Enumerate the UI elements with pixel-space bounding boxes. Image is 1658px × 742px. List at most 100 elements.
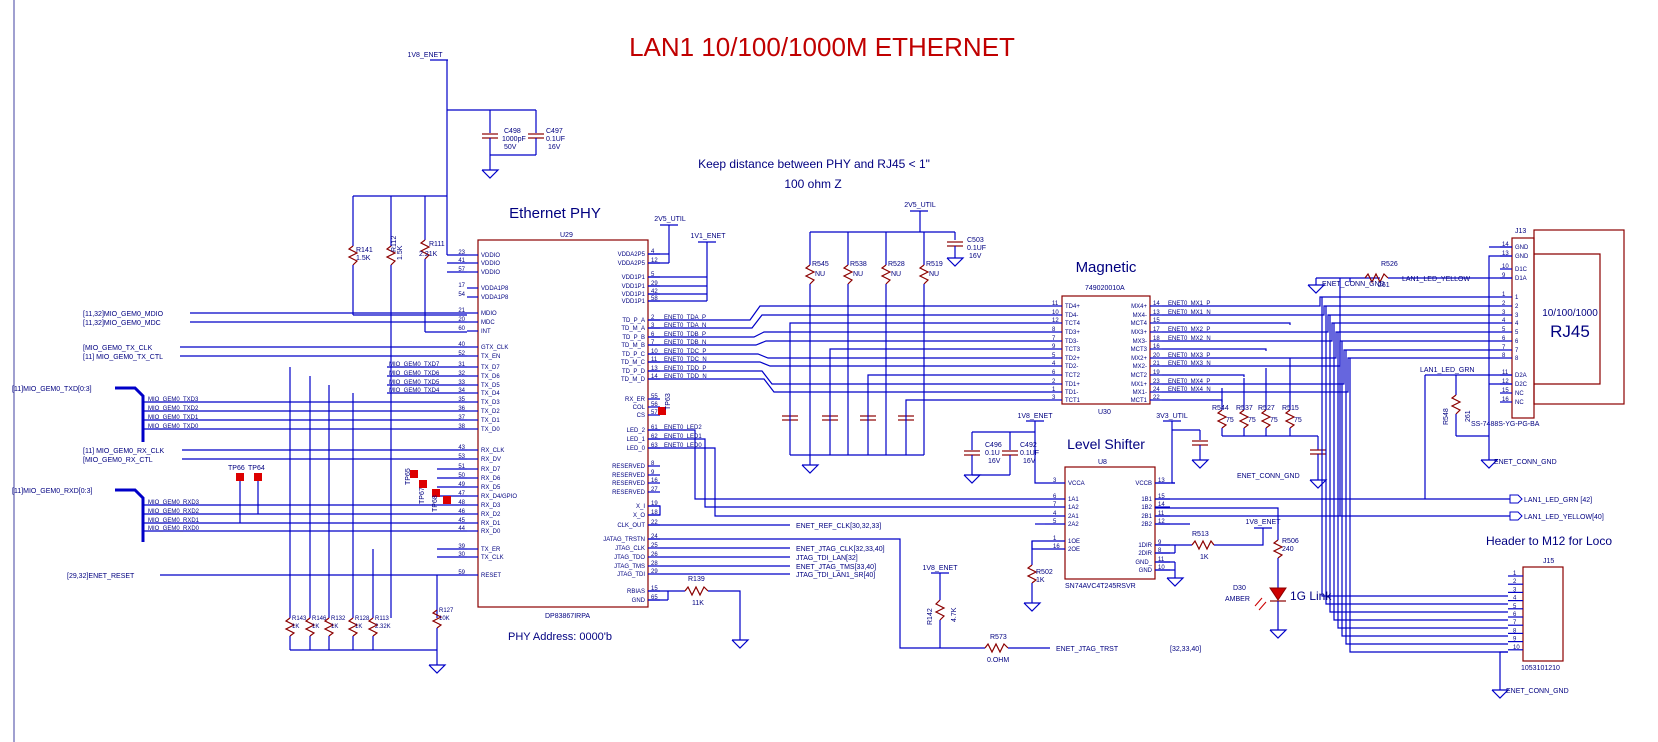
pulldown-ref: R132: [331, 616, 346, 622]
rj45-pin-number: 7: [1502, 345, 1506, 351]
phy-right-pin-number: 29: [651, 569, 658, 575]
shifter-right-number: 12: [1158, 519, 1165, 525]
mag-right-name: MX3+: [1131, 330, 1147, 336]
shifter-right-number: 9: [1158, 540, 1162, 546]
phy-left-pin-number: 30: [458, 552, 465, 558]
td-wire: [648, 331, 1050, 338]
r528-value: NU: [891, 271, 901, 278]
phy-left-pin-name: RX_D6: [481, 476, 501, 482]
mag-right-name: MX1-: [1133, 390, 1147, 396]
phy-left-pin-number: 49: [458, 482, 465, 488]
shifter-right-name: VCCB: [1135, 481, 1152, 487]
shifter-left-name: 1OE: [1068, 539, 1080, 545]
ct-wire: [867, 374, 1050, 415]
phy-right-pin-name: TD_M_D: [621, 377, 646, 383]
mx-header-wire: [1325, 306, 1508, 605]
trst-ref: [32,33,40]: [1170, 646, 1201, 653]
mx-rj45-wire: [1162, 357, 1500, 393]
shifter-body: [1064, 466, 1156, 580]
left-wires: [115, 312, 467, 576]
shifter-ref: U8: [1098, 459, 1107, 466]
shifter-part: SN74AVC4T245RSVR: [1065, 583, 1136, 590]
tp68-marker: [443, 496, 451, 504]
phy-left-pin-name: TX_D1: [481, 418, 500, 424]
rj45-pin-name: 8: [1515, 356, 1519, 362]
phy-left-pin-number: 32: [458, 371, 465, 377]
rj45-pin-name: D1C: [1515, 267, 1528, 273]
magnetic-nets: ENET0_MX1_PENET0_MX1_NENET0_MX2_PENET0_M…: [1168, 301, 1211, 393]
phy-right-pin-name: VDD1P1: [622, 275, 646, 281]
phy-right-pin-name: VDD1P1: [622, 284, 646, 290]
rj45-part: SS-7488S-YG-PG-BA: [1471, 421, 1540, 428]
phy-left-pin-number: 59: [458, 570, 465, 576]
shifter-left-number: 16: [1053, 544, 1060, 550]
rj45-pin-name: NC: [1515, 400, 1524, 406]
phy-right-pin-number: 9: [651, 470, 655, 476]
d30-color: AMBER: [1225, 596, 1250, 603]
tp-cs-label: TP63: [665, 393, 672, 410]
rj45-pin-number: 12: [1502, 379, 1509, 385]
tp67-label: TP67: [419, 487, 426, 504]
mag-left-number: 4: [1052, 361, 1056, 367]
phy-left-pin-number: 44: [458, 526, 465, 532]
rj45-led-yellow-net: LAN1_LED_YELLOW: [1402, 276, 1470, 283]
inner-txd-label: MIO_GEM0_TXD4: [389, 388, 440, 394]
r519-ref: R519: [926, 261, 943, 268]
rxd-nets: MIO_GEM0_RXD3MIO_GEM0_RXD2MIO_GEM0_RXD1M…: [148, 500, 200, 532]
rxclk-port: [11] MIO_GEM0_RX_CLK: [83, 448, 165, 455]
rj45-pin-number: 5: [1502, 327, 1506, 333]
phy-left-pin-number: 52: [458, 351, 465, 357]
rj45-pin-number: 16: [1502, 397, 1509, 403]
phy-left-pin-number: 31: [458, 362, 465, 368]
r544-ref: R544: [1212, 405, 1229, 412]
header-pin-number: 8: [1513, 628, 1517, 634]
r513-ref: R513: [1192, 531, 1209, 538]
header-title: Header to M12 for Loco: [1486, 534, 1612, 548]
led-yellow-port: LAN1_LED_YELLOW[40]: [1524, 514, 1604, 521]
c492-voltage: 16V: [1023, 458, 1036, 465]
mag-right-number: 19: [1153, 370, 1160, 376]
magnetic-part: 749020010A: [1085, 285, 1125, 292]
r111-ref: R111: [429, 241, 445, 248]
led-grn-port: LAN1_LED_GRN [42]: [1524, 497, 1592, 504]
phy-left-pin-name: TX_D0: [481, 427, 500, 433]
shifter-right-pins: 13VCCB151B1141B2112B1122B291DIR82DIR11GN…: [1135, 478, 1170, 574]
phy-left-pin-name: RX_D5: [481, 485, 501, 491]
mag-left-name: TD3+: [1065, 330, 1080, 336]
shifter-right-number: 8: [1158, 548, 1162, 554]
c497-voltage: 16V: [548, 144, 561, 151]
pulldown-resistor: [367, 617, 379, 637]
shifter-left-name: VCCA: [1068, 481, 1085, 487]
phy-left-pin-number: 39: [458, 544, 465, 550]
mag-left-name: TD1-: [1065, 390, 1078, 396]
mag-right-name: MX1+: [1131, 382, 1147, 388]
sheet-title: LAN1 10/100/1000M ETHERNET: [629, 32, 1015, 62]
rj45-jack-body: [1533, 229, 1625, 405]
phy-left-pin-number: 23: [458, 250, 465, 256]
mx-header-wire: [1349, 358, 1508, 653]
pulldown-value: 2.32K: [375, 624, 391, 630]
mag-left-name: TCT2: [1065, 373, 1081, 379]
phy-right-pin-name: LED_1: [627, 437, 646, 443]
phy-left-pin-number: 57: [458, 267, 465, 273]
trst-port: ENET_JTAG_TRST: [1056, 646, 1119, 653]
rj45-pin-name: GND: [1515, 254, 1529, 260]
phy-right-pin-name: JTAG_TDO: [614, 555, 645, 561]
rj45-title: 10/100/1000: [1542, 308, 1598, 319]
phy-left-pin-name: MDC: [481, 320, 495, 326]
phy-left-pin-name: RX_D0: [481, 529, 501, 535]
phy-right-pin-number: 28: [651, 561, 658, 567]
ct-term-wire: [1162, 322, 1291, 325]
phy-left-pin-name: TX_D5: [481, 383, 500, 389]
mx-net-label: ENET0_MX1_P: [1168, 301, 1210, 307]
mag-left-number: 9: [1052, 344, 1056, 350]
phy-left-pin-name: MDIO: [481, 311, 497, 317]
phy-right-pin-number: 11: [651, 357, 658, 363]
shifter-right-name: GND: [1139, 568, 1153, 574]
phy-right-pin-number: 55: [651, 394, 658, 400]
phy-left-pin-name: TX_D3: [481, 400, 500, 406]
ct-wire: [829, 348, 1050, 415]
shifter-right-name: 2DIR: [1138, 551, 1152, 557]
